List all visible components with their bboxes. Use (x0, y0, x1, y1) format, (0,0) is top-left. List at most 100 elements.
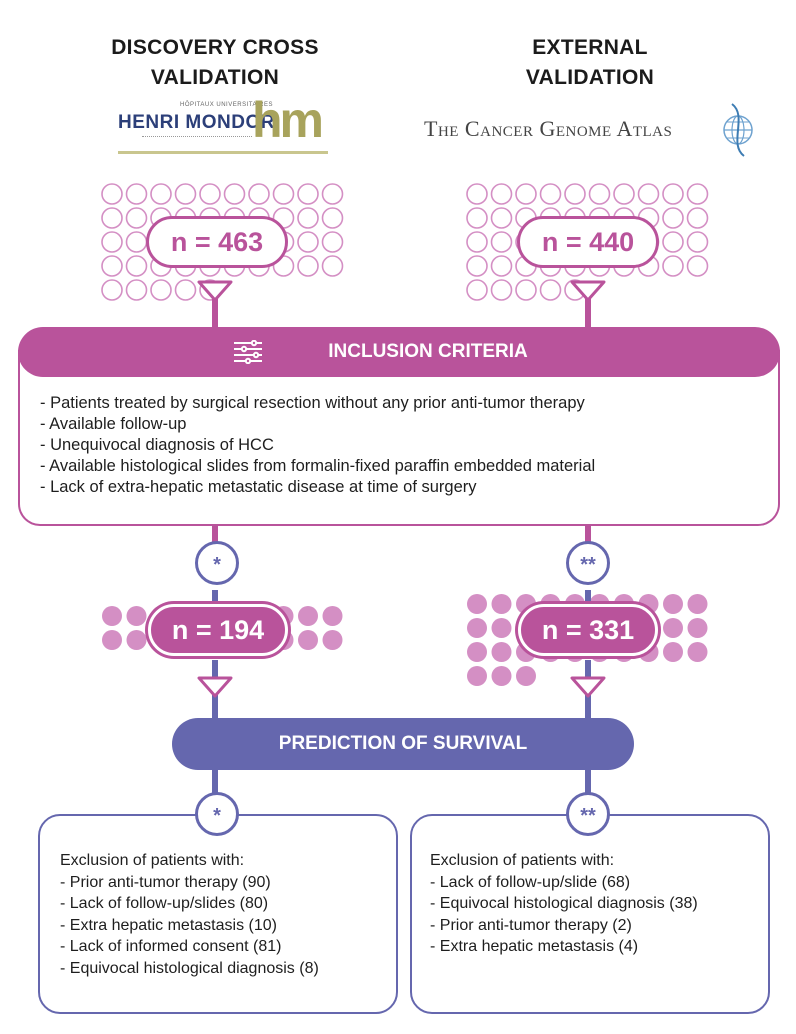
right-exclusion-heading: Exclusion of patients with: (430, 852, 615, 869)
right-title-line2: VALIDATION (525, 66, 655, 89)
exclusion-item: - Prior anti-tumor therapy (2) (430, 916, 632, 934)
left-dot (125, 255, 148, 277)
logo-name: HENRI MONDOR (118, 112, 275, 133)
right-dot (515, 183, 537, 205)
right-dot (686, 255, 709, 277)
left-dot (101, 255, 123, 277)
logo-tagline: HÔPITAUX UNIVERSITAIRES (180, 102, 273, 108)
left-dot (248, 183, 270, 205)
left-dot (321, 255, 344, 277)
left-connector-5 (212, 768, 218, 794)
tcga-name: The Cancer Genome Atlas (424, 116, 673, 141)
left-dot (272, 183, 295, 205)
prediction-of-survival-header: PREDICTION OF SURVIVAL (172, 718, 634, 770)
right-dot (466, 255, 488, 277)
left-dot (321, 231, 344, 253)
right-marker-bottom: ** (566, 792, 610, 836)
right-filled-dot (516, 666, 536, 686)
right-filled-dot (663, 642, 683, 662)
left-dot (174, 279, 197, 301)
right-connector-1 (585, 296, 591, 330)
right-filled-dot (663, 594, 683, 614)
right-dot (686, 231, 709, 253)
exclusion-item: - Lack of informed consent (81) (60, 938, 282, 955)
left-connector-2 (212, 526, 218, 544)
exclusion-item: - Equivocal histological diagnosis (38) (430, 895, 698, 912)
right-dot (515, 279, 537, 301)
right-dot (466, 279, 488, 301)
left-dot (223, 183, 246, 205)
right-filled-dot (491, 618, 512, 638)
right-dot (662, 207, 684, 229)
right-filled-dot (687, 594, 708, 614)
left-dot (297, 183, 319, 205)
right-marker-mid: ** (566, 541, 610, 585)
left-filled-dot (298, 630, 318, 650)
right-dot (662, 255, 684, 277)
right-filled-dot (467, 642, 487, 662)
left-exclusion-heading: Exclusion of patients with: (60, 852, 245, 869)
left-dot (297, 255, 319, 277)
left-dot (125, 279, 148, 301)
right-connector-2 (585, 526, 591, 544)
right-funnel-icon-bottom (570, 676, 606, 698)
left-filled-dot (102, 630, 122, 650)
right-dot (490, 183, 513, 205)
left-filled-dot (102, 606, 122, 626)
right-dot (466, 207, 488, 229)
right-connector-5 (585, 768, 591, 794)
right-dot (686, 207, 709, 229)
logo-underline (118, 151, 328, 154)
exclusion-item: - Prior anti-tumor therapy (90) (60, 873, 271, 891)
tcga-logo: The Cancer Genome Atlas (412, 96, 762, 162)
left-dot (321, 207, 344, 229)
right-dot (637, 183, 660, 205)
right-exclusion-box (410, 814, 770, 1014)
inclusion-item: - Available follow-up (40, 415, 187, 433)
right-title-line1: EXTERNAL (532, 36, 648, 59)
exclusion-item: - Lack of follow-up/slides (80) (60, 895, 269, 912)
left-marker-mid: * (195, 541, 239, 585)
right-dot (490, 231, 513, 253)
left-filled-dot (126, 606, 147, 626)
left-exclusion-box (38, 814, 398, 1014)
exclusion-item: - Equivocal histological diagnosis (8) (60, 959, 319, 977)
left-dot (125, 207, 148, 229)
left-dot (125, 183, 148, 205)
logo-subtext (142, 136, 252, 147)
right-funnel-icon-top (570, 280, 606, 302)
inclusion-item: - Available histological slides from for… (40, 457, 596, 475)
left-connector-3 (212, 590, 218, 604)
left-dot (174, 183, 197, 205)
inclusion-criteria-list: - Patients treated by surgical resection… (40, 393, 595, 498)
right-dot (588, 183, 611, 205)
inclusion-criteria-title: INCLUSION CRITERIA (328, 341, 528, 362)
right-n-final: n = 331 (518, 604, 658, 656)
inclusion-criteria-header: INCLUSION CRITERIA (18, 327, 780, 377)
right-dot (466, 183, 488, 205)
inclusion-criteria-box (18, 350, 780, 526)
right-filled-dot (467, 618, 487, 638)
left-column-title: DISCOVERY CROSS VALIDATION (75, 33, 355, 93)
right-dot (490, 255, 513, 277)
right-filled-dot (491, 594, 512, 614)
right-dot (539, 279, 562, 301)
left-filled-dot (322, 630, 343, 650)
exclusion-item: - Extra hepatic metastasis (10) (60, 916, 277, 934)
right-dot (466, 231, 488, 253)
right-dot (490, 207, 513, 229)
right-column-title: EXTERNAL VALIDATION (450, 33, 730, 93)
right-filled-dot (467, 594, 487, 614)
right-filled-dot (467, 666, 487, 686)
right-dot (539, 183, 562, 205)
left-funnel-icon-top (197, 280, 233, 302)
right-dot (686, 183, 709, 205)
right-filled-dot (491, 666, 512, 686)
right-filled-dot (687, 618, 708, 638)
left-dot (199, 183, 221, 205)
left-funnel-icon-bottom (197, 676, 233, 698)
left-n-initial: n = 463 (146, 216, 288, 268)
left-n-final: n = 194 (148, 604, 288, 656)
inclusion-item: - Unequivocal diagnosis of HCC (40, 436, 274, 454)
